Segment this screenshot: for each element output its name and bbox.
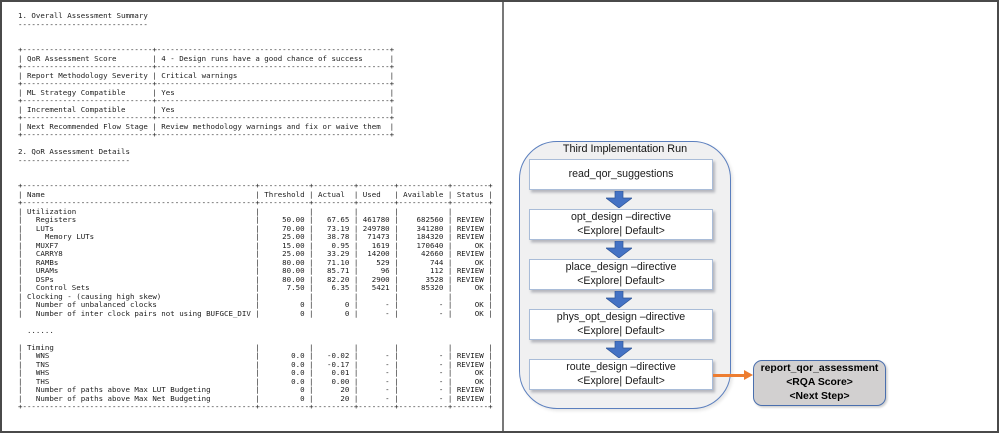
down-arrow-icon: [606, 241, 632, 258]
step-label: place_design –directive: [565, 261, 677, 274]
result-label: <RQA Score>: [786, 377, 853, 388]
step-label: <Explore| Default>: [577, 224, 665, 237]
down-arrow-icon: [606, 191, 632, 208]
report-qor-assessment-box: report_qor_assessment <RQA Score> <Next …: [753, 360, 886, 406]
step-label: <Explore| Default>: [577, 324, 665, 337]
flow-title: Third Implementation Run: [562, 143, 688, 155]
step-label: opt_design –directive: [570, 211, 672, 224]
down-arrow-icon: [606, 341, 632, 358]
qor-report-text: 1. Overall Assessment Summary ----------…: [18, 11, 493, 411]
flow-step-phys-opt-design: phys_opt_design –directive <Explore| Def…: [529, 309, 713, 340]
right-arrow-icon: [744, 369, 753, 380]
step-label: phys_opt_design –directive: [556, 311, 686, 324]
flow-step-read-qor-suggestions: read_qor_suggestions: [529, 159, 713, 190]
step-label: <Explore| Default>: [577, 274, 665, 287]
panel-divider: [502, 2, 504, 431]
flow-step-opt-design: opt_design –directive <Explore| Default>: [529, 209, 713, 240]
step-label: route_design –directive: [566, 361, 676, 374]
connector-line: [713, 374, 745, 377]
step-label: <Explore| Default>: [577, 374, 665, 387]
result-label: <Next Step>: [789, 391, 850, 402]
flow-step-route-design: route_design –directive <Explore| Defaul…: [529, 359, 713, 390]
down-arrow-icon: [606, 291, 632, 308]
result-label: report_qor_assessment: [760, 363, 879, 374]
step-label: read_qor_suggestions: [568, 167, 674, 180]
flow-step-place-design: place_design –directive <Explore| Defaul…: [529, 259, 713, 290]
